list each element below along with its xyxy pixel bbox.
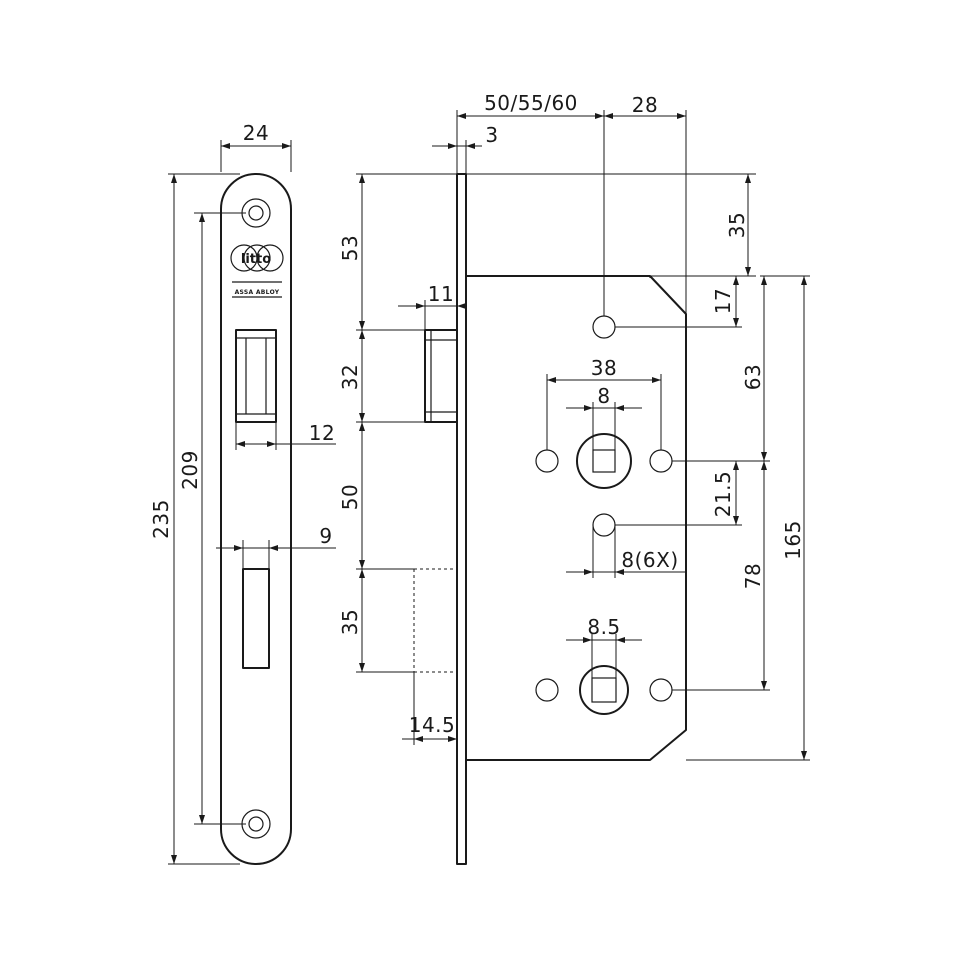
label-faceplate-width: 24 <box>243 121 269 145</box>
label-screw-spacing: 209 <box>178 450 202 490</box>
logo-brand: ASSA ABLOY <box>235 289 280 296</box>
label-backset: 50/55/60 <box>484 91 578 115</box>
latch-window <box>235 329 277 423</box>
dim-case-top-offset: 53 <box>338 173 457 331</box>
label-top-to-case: 35 <box>725 212 749 238</box>
dim-latch-to-deadbolt: 50 <box>338 422 414 570</box>
label-middle-hole: 8(6X) <box>621 548 678 572</box>
dim-top-to-case: 35 <box>466 173 756 277</box>
label-deadbolt-height: 35 <box>338 609 362 635</box>
dim-screw-spacing: 209 <box>178 212 246 825</box>
label-top-hole-to-handle: 63 <box>741 364 765 390</box>
label-handle-square: 8 <box>597 384 610 408</box>
label-handle-to-middle-hole: 21.5 <box>711 471 735 518</box>
label-deadbolt-projection: 14.5 <box>409 713 456 737</box>
dim-deadbolt-projection: 14.5 <box>402 672 457 745</box>
label-latch-to-deadbolt: 50 <box>338 484 362 510</box>
label-latch-projection: 11 <box>428 282 454 306</box>
dim-handle-to-middle-hole: 21.5 <box>615 461 742 526</box>
faceplate-outline <box>220 173 292 865</box>
label-case-offset: 28 <box>632 93 658 117</box>
dim-hole-spacing: 38 <box>546 356 662 450</box>
right-fixing-hole-lower <box>649 678 673 702</box>
top-fixing-hole <box>592 315 616 339</box>
handle-follower <box>576 433 632 489</box>
label-case-top-offset: 53 <box>338 235 362 261</box>
logo-name: litto <box>241 252 271 267</box>
dim-handle-square: 8 <box>566 384 642 450</box>
label-handle-to-thumbturn: 78 <box>741 563 765 589</box>
dim-middle-hole: 8(6X) <box>566 525 686 578</box>
dim-forend-thickness: 3 <box>432 123 498 174</box>
dim-latch-height: 32 <box>338 330 425 423</box>
dim-latch-width: 12 <box>235 421 336 450</box>
right-fixing-hole-upper <box>649 449 673 473</box>
faceplate-front-view: litto ASSA ABLOY 24 <box>149 121 336 865</box>
dim-deadbolt-height: 35 <box>338 569 414 673</box>
dim-latch-projection: 11 <box>398 282 466 330</box>
dim-deadbolt-width: 9 <box>216 524 336 569</box>
dim-handle-to-thumbturn: 78 <box>672 461 770 691</box>
label-faceplate-length: 235 <box>149 499 173 539</box>
dim-faceplate-width: 24 <box>220 121 292 172</box>
middle-fixing-hole <box>592 513 616 537</box>
lock-side-view: 50/55/60 28 3 53 11 <box>338 91 810 865</box>
forend-plate <box>456 173 467 865</box>
dim-case-height: 165 <box>686 275 810 761</box>
label-forend-thickness: 3 <box>485 123 498 147</box>
left-fixing-hole-upper <box>535 449 559 473</box>
label-deadbolt-width: 9 <box>319 524 332 548</box>
label-hole-spacing: 38 <box>591 356 617 380</box>
deadbolt <box>413 568 457 673</box>
bottom-screw-hole <box>241 809 271 839</box>
deadbolt-window <box>242 568 270 669</box>
lock-case <box>465 275 687 761</box>
label-latch-height: 32 <box>338 364 362 390</box>
dim-backset: 50/55/60 28 <box>456 91 687 316</box>
dim-thumbturn-square: 8.5 <box>566 615 642 678</box>
thumbturn-follower <box>579 665 629 715</box>
top-screw-hole <box>241 198 271 228</box>
latch-bolt <box>424 329 458 423</box>
dim-top-hole-to-handle: 63 <box>672 276 770 462</box>
label-thumbturn-square: 8.5 <box>587 615 620 639</box>
label-top-hole: 17 <box>711 288 735 314</box>
label-latch-width: 12 <box>309 421 335 445</box>
dim-faceplate-length: 235 <box>149 173 240 865</box>
left-fixing-hole-lower <box>535 678 559 702</box>
label-case-height: 165 <box>781 520 805 560</box>
dim-top-hole: 17 <box>615 276 742 328</box>
litto-logo: litto ASSA ABLOY <box>230 244 284 298</box>
